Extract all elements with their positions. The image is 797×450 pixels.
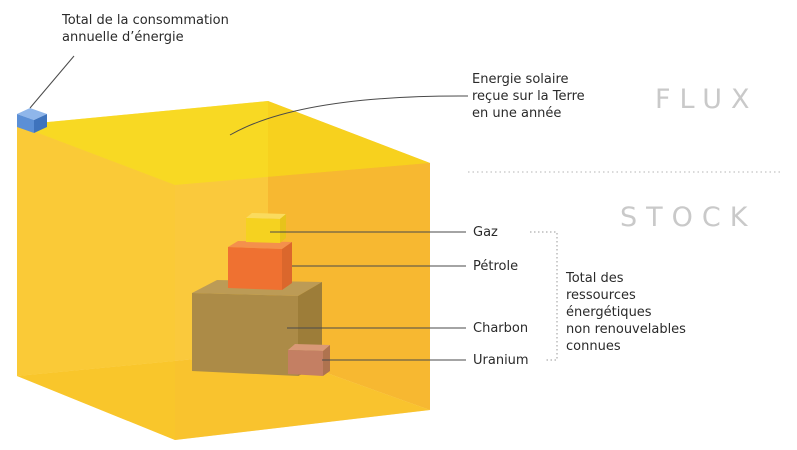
solar-energy-cube-front <box>17 101 430 440</box>
gas-label: Gaz <box>473 225 498 240</box>
cube-right-face <box>175 163 430 440</box>
coal-label: Charbon <box>473 321 529 336</box>
consumption-leader <box>29 55 75 109</box>
gas-cube <box>246 213 286 243</box>
flux-title: FLUX <box>655 84 759 115</box>
petrol-label: Pétrole <box>473 259 519 274</box>
cube-top-face <box>17 101 430 185</box>
total-consumption-label: Total de la consommation annuelle d’éner… <box>62 13 229 45</box>
non-renewable-bracket <box>530 231 558 361</box>
cube-front-face <box>17 125 175 440</box>
non-renewable-total-label: Total des ressources énergétiques non re… <box>566 271 686 354</box>
petrol-cube <box>228 241 292 290</box>
stock-title: STOCK <box>620 202 757 233</box>
consumption-cube <box>17 108 47 133</box>
uranium-label: Uranium <box>473 353 529 368</box>
solar-energy-label: Energie solaire reçue sur la Terre en un… <box>472 72 585 121</box>
solar-leader <box>229 95 469 136</box>
